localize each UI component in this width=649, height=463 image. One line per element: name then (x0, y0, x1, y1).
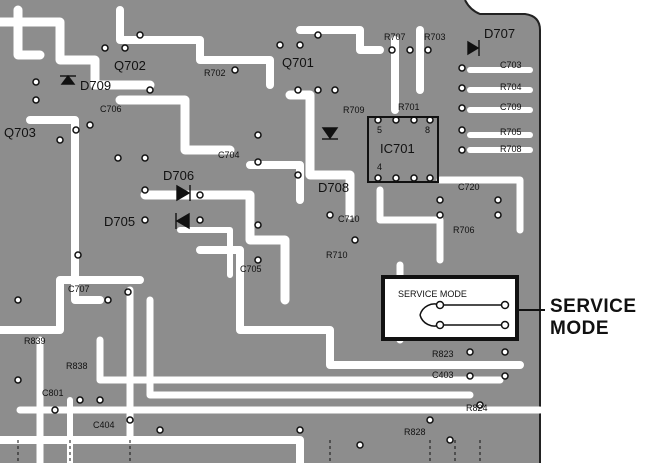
label-r704: R704 (500, 82, 522, 92)
label-r824: R824 (466, 403, 488, 413)
label-r708: R708 (500, 144, 522, 154)
label-r838: R838 (66, 361, 88, 371)
label-c704: C704 (218, 150, 240, 160)
label-ic701-pin8: 8 (425, 125, 430, 135)
service-mode-box-label: SERVICE MODE (398, 289, 467, 299)
label-d709: D709 (80, 78, 111, 93)
ic701-outline (367, 116, 439, 183)
label-q702: Q702 (114, 58, 146, 73)
edge-leads (17, 440, 481, 463)
label-ic701-pin4: 4 (377, 162, 382, 172)
service-mode-callout: SERVICE MODE (550, 296, 637, 340)
label-c710: C710 (338, 214, 360, 224)
label-ic701: IC701 (380, 141, 415, 156)
label-c404: C404 (93, 420, 115, 430)
label-c801: C801 (42, 388, 64, 398)
copper-area (0, 0, 540, 463)
label-r828: R828 (404, 427, 426, 437)
label-c705: C705 (240, 264, 262, 274)
label-r705: R705 (500, 127, 522, 137)
label-c707: C707 (68, 284, 90, 294)
label-q701: Q701 (282, 55, 314, 70)
label-r702: R702 (204, 68, 226, 78)
label-c703: C703 (500, 60, 522, 70)
label-r703: R703 (424, 32, 446, 42)
label-c709: C709 (500, 102, 522, 112)
label-r823: R823 (432, 349, 454, 359)
label-ic701-pin5: 5 (377, 125, 382, 135)
label-r709: R709 (343, 105, 365, 115)
component-labels: Q702 Q701 Q703 R702 R707 R703 D707 C703 … (4, 26, 522, 437)
label-d708: D708 (318, 180, 349, 195)
label-d706: D706 (163, 168, 194, 183)
trace-gaps (0, 5, 544, 463)
service-mode-contacts (419, 300, 510, 330)
label-r706: R706 (453, 225, 475, 235)
label-r710: R710 (326, 250, 348, 260)
label-c403: C403 (432, 370, 454, 380)
label-d707: D707 (484, 26, 515, 41)
label-r701: R701 (398, 102, 420, 112)
service-callout-line1: SERVICE (550, 296, 637, 317)
label-c720: C720 (458, 182, 480, 192)
service-mode-box (381, 275, 519, 341)
label-r707: R707 (384, 32, 406, 42)
service-callout-line2: MODE (550, 318, 609, 339)
label-r839: R839 (24, 336, 46, 346)
component-symbols (60, 40, 480, 230)
label-d705: D705 (104, 214, 135, 229)
label-c706: C706 (100, 104, 122, 114)
label-q703: Q703 (4, 125, 36, 140)
